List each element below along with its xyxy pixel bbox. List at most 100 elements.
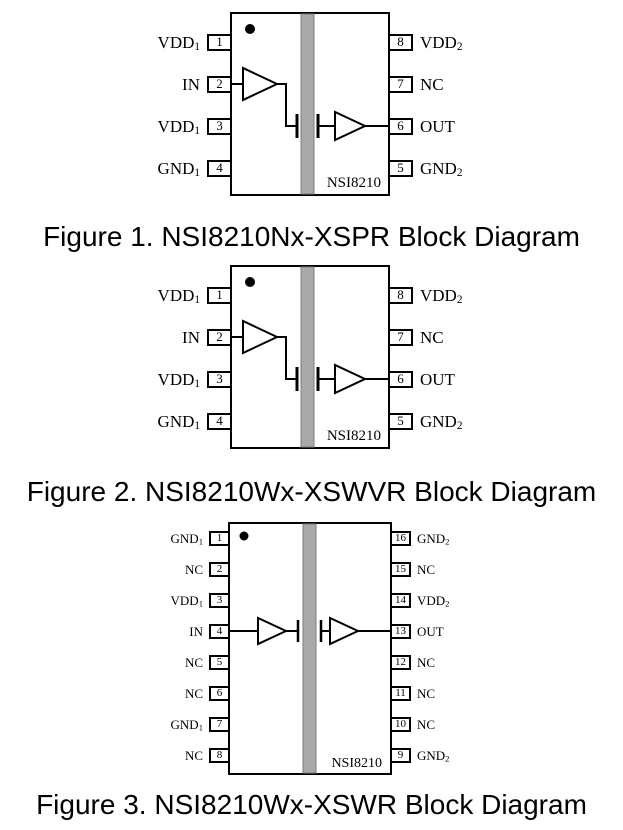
pin-label-text: NC bbox=[184, 747, 203, 763]
figure-1: Figure 1. NSI8210Nx-XSPR Block Diagram N… bbox=[0, 0, 623, 255]
figure-2: Figure 2. NSI8210Wx-XSWVR Block Diagram … bbox=[0, 255, 623, 508]
pin-label-text: GND bbox=[417, 530, 446, 546]
pin-number-box: 2 bbox=[209, 561, 230, 577]
pin-number: 8 bbox=[397, 34, 404, 49]
pin-label: NC bbox=[417, 717, 537, 732]
pin-label: GND2 bbox=[417, 530, 537, 547]
pin-number-box: 5 bbox=[388, 412, 413, 430]
pin-number: 7 bbox=[397, 76, 404, 91]
pin-number: 11 bbox=[395, 687, 406, 699]
pin-number: 2 bbox=[216, 329, 223, 344]
ic-package: NSI8210 bbox=[227, 522, 392, 775]
pin-number-box: 8 bbox=[388, 33, 413, 51]
pin-number: 1 bbox=[216, 287, 223, 302]
pin-label-text: VDD bbox=[157, 285, 195, 305]
pin1-indicator-dot bbox=[244, 23, 255, 34]
pin-number-box: 1 bbox=[209, 530, 230, 546]
pin-number: 6 bbox=[397, 118, 404, 133]
pin-label: VDD1 bbox=[83, 593, 203, 609]
isolation-barrier bbox=[302, 523, 316, 773]
pin-number-box: 5 bbox=[209, 654, 230, 670]
pin-label: GND1 bbox=[83, 717, 203, 733]
signal-wire bbox=[229, 335, 390, 380]
pin-number: 4 bbox=[216, 160, 223, 175]
pin-number: 2 bbox=[216, 563, 223, 575]
pin-number-box: 4 bbox=[209, 623, 230, 639]
output-buffer-icon bbox=[333, 362, 367, 395]
pin-label-text: IN bbox=[182, 327, 200, 347]
pin-number-box: 12 bbox=[390, 654, 411, 670]
pin-label-text: IN bbox=[189, 623, 203, 639]
pin-number: 3 bbox=[216, 594, 223, 606]
pin-number: 14 bbox=[395, 594, 406, 606]
pin-label: NC bbox=[420, 76, 550, 93]
pin-label-text: VDD bbox=[157, 32, 195, 52]
pin-number-box: 4 bbox=[207, 412, 232, 430]
pin-label-text: VDD bbox=[420, 32, 457, 52]
isolation-capacitor-icon bbox=[296, 619, 322, 642]
pin-label-subscript: 1 bbox=[194, 419, 200, 432]
pin-label-subscript: 2 bbox=[456, 293, 463, 306]
pin-label: VDD1 bbox=[70, 371, 200, 390]
pin-label: NC bbox=[417, 686, 537, 701]
pin-label-subscript: 1 bbox=[194, 293, 200, 306]
pin-label: NC bbox=[420, 329, 550, 346]
pin-label-text: OUT bbox=[420, 369, 455, 389]
pin-label-text: GND bbox=[157, 158, 195, 178]
pin-number: 1 bbox=[216, 34, 223, 49]
pin-label-text: NC bbox=[184, 561, 203, 577]
pin-number-box: 8 bbox=[209, 747, 230, 763]
pin-label: NC bbox=[83, 562, 203, 577]
pin-number-box: 1 bbox=[207, 286, 232, 304]
pin-label-text: GND bbox=[417, 747, 446, 763]
pin-label-subscript: 1 bbox=[198, 536, 203, 547]
chip-part-number: NSI8210 bbox=[326, 175, 381, 191]
pin-number: 7 bbox=[216, 718, 223, 730]
pin-number-box: 7 bbox=[209, 716, 230, 732]
pin-label-text: GND bbox=[420, 411, 457, 431]
pin-number-box: 7 bbox=[388, 75, 413, 93]
pin-number-box: 3 bbox=[207, 117, 232, 135]
pin-label-text: NC bbox=[417, 685, 436, 701]
pin-label: GND2 bbox=[417, 747, 537, 764]
pin-number-box: 6 bbox=[388, 370, 413, 388]
pin-number: 10 bbox=[395, 718, 406, 730]
pin-label-subscript: 2 bbox=[445, 598, 450, 609]
ic-package: NSI8210 bbox=[229, 12, 390, 196]
pin-number-box: 2 bbox=[207, 75, 232, 93]
pin-label-text: NC bbox=[184, 654, 203, 670]
pin-label-text: NC bbox=[420, 74, 444, 94]
pin-label: OUT bbox=[420, 371, 550, 388]
pin-label-text: VDD bbox=[420, 285, 457, 305]
pin-number: 7 bbox=[397, 329, 404, 344]
pin-label-text: NC bbox=[420, 327, 444, 347]
pin-number-box: 10 bbox=[390, 716, 411, 732]
pin-number-box: 5 bbox=[388, 159, 413, 177]
pin-label-subscript: 1 bbox=[198, 598, 203, 609]
pin-label-subscript: 2 bbox=[456, 40, 463, 53]
pin-number: 13 bbox=[395, 625, 406, 637]
pin-label-text: GND bbox=[420, 158, 457, 178]
pin-number-box: 3 bbox=[207, 370, 232, 388]
pin-number: 2 bbox=[216, 76, 223, 91]
pin-label: GND1 bbox=[70, 413, 200, 432]
pin-number: 6 bbox=[397, 371, 404, 386]
ic-package: NSI8210 bbox=[229, 265, 390, 449]
input-buffer-icon bbox=[241, 318, 279, 355]
pin-label-text: NC bbox=[417, 716, 436, 732]
chip-internal-diagram bbox=[227, 523, 392, 773]
chip-internal-diagram bbox=[229, 266, 390, 447]
pin-label: IN bbox=[83, 624, 203, 639]
pin-number: 15 bbox=[395, 563, 406, 575]
pin-label-subscript: 1 bbox=[198, 722, 203, 733]
pin-label-subscript: 1 bbox=[194, 377, 200, 390]
pin-number-box: 13 bbox=[390, 623, 411, 639]
pin-label-text: NC bbox=[417, 654, 436, 670]
pin-label-text: NC bbox=[417, 561, 436, 577]
pin-label: GND2 bbox=[420, 411, 550, 432]
pin-label-subscript: 2 bbox=[445, 536, 450, 547]
pin-label-subscript: 1 bbox=[194, 40, 200, 53]
pin-label: NC bbox=[417, 655, 537, 670]
pin-label: IN bbox=[70, 329, 200, 346]
